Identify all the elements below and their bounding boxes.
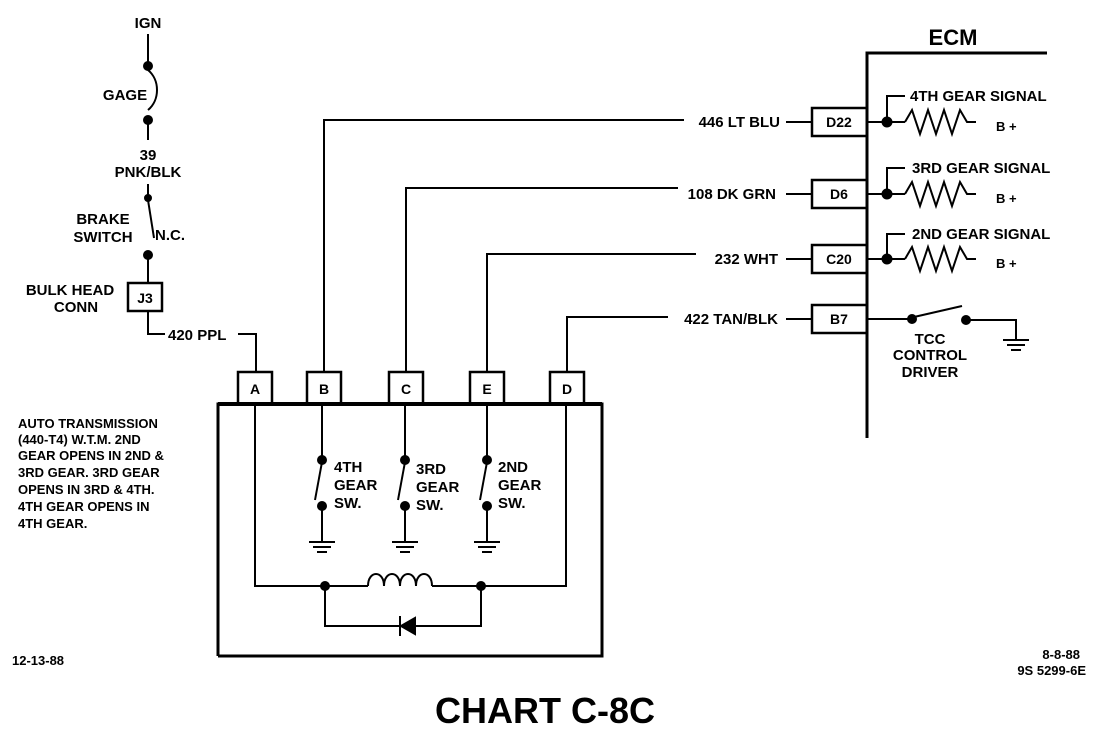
wire-446 (323, 119, 684, 372)
svg-text:GEAR: GEAR (334, 477, 378, 494)
resistor-icon (904, 106, 976, 138)
tcc-label-1: TCC (915, 331, 946, 348)
date-left: 12-13-88 (12, 653, 64, 668)
doc-number: 9S 5299-6E (1017, 663, 1086, 678)
bulkhead-pin-j3: J3 (137, 290, 153, 306)
signal-4th: 4TH GEAR SIGNAL B + (867, 88, 1047, 138)
switch-2nd: 2ND GEAR SW. (474, 404, 542, 553)
pin-c: C (401, 381, 411, 397)
date-right: 8-8-88 (1042, 647, 1080, 662)
transmission: A B C E D 4TH GEAR SW. (216, 370, 604, 658)
svg-text:OPENS IN 3RD & 4TH.: OPENS IN 3RD & 4TH. (18, 482, 155, 497)
ground-icon (309, 541, 335, 553)
ground-icon (392, 541, 418, 553)
brake-nc-label: N.C. (155, 227, 185, 244)
svg-text:GEAR OPENS IN 2ND &: GEAR OPENS IN 2ND & (18, 448, 164, 463)
signal-3rd-label: 3RD GEAR SIGNAL (912, 160, 1050, 177)
ign-label: IGN (135, 15, 162, 32)
transmission-connector: A B C E D (236, 370, 586, 406)
wire-422-label: 422 TAN/BLK (684, 311, 778, 328)
svg-text:AUTO TRANSMISSION: AUTO TRANSMISSION (18, 416, 158, 431)
pin-e: E (482, 381, 491, 397)
chart-title: CHART C-8C (435, 690, 655, 731)
wire-446-label: 446 LT BLU (699, 114, 780, 131)
transmission-note: AUTO TRANSMISSION (440-T4) W.T.M. 2ND GE… (18, 416, 164, 531)
signal-2nd: 2ND GEAR SIGNAL B + (867, 226, 1050, 275)
pin-a: A (250, 381, 260, 397)
wire-108 (405, 187, 678, 372)
svg-text:SW.: SW. (416, 497, 444, 514)
brake-switch-contact (147, 199, 155, 239)
bulkhead-label-1: BULK HEAD (26, 282, 114, 299)
power-feed: IGN GAGE 39 PNK/BLK BRAKE SWITCH N.C. J3… (26, 15, 257, 372)
tcc-label-3: DRIVER (902, 364, 959, 381)
ecm-pin-d6: D6 (830, 186, 848, 202)
wire-232 (486, 253, 696, 372)
pin-b: B (319, 381, 329, 397)
ecm-pin-d22: D22 (826, 114, 852, 130)
bplus-label: B + (996, 191, 1017, 206)
bulkhead-label-2: CONN (54, 299, 98, 316)
svg-text:(440-T4) W.T.M. 2ND: (440-T4) W.T.M. 2ND (18, 432, 141, 447)
tcc-driver: TCC CONTROL DRIVER (867, 305, 1029, 381)
svg-text:4TH GEAR OPENS IN: 4TH GEAR OPENS IN (18, 499, 149, 514)
gage-fuse (147, 69, 158, 111)
pin-d: D (562, 381, 572, 397)
solenoid-coil (367, 573, 433, 587)
ecm: ECM D22 D6 C20 B7 446 LT BLU 108 DK GRN … (323, 25, 1050, 438)
svg-text:SW.: SW. (498, 495, 526, 512)
wire-39-number: 39 (140, 147, 157, 164)
switch-3rd: 3RD GEAR SW. (392, 404, 460, 553)
gage-label: GAGE (103, 87, 147, 104)
brake-switch-label-1: BRAKE (76, 211, 129, 228)
svg-text:GEAR: GEAR (498, 477, 542, 494)
wire-232-label: 232 WHT (715, 251, 778, 268)
wire-39-color: PNK/BLK (115, 164, 182, 181)
signal-2nd-label: 2ND GEAR SIGNAL (912, 226, 1050, 243)
wire-422 (566, 316, 668, 372)
wire-420-label: 420 PPL (168, 327, 226, 344)
bulkhead-connector (126, 281, 164, 313)
tcc-label-2: CONTROL (893, 347, 967, 364)
signal-3rd: 3RD GEAR SIGNAL B + (867, 160, 1050, 210)
bplus-label: B + (996, 256, 1017, 271)
signal-4th-label: 4TH GEAR SIGNAL (910, 88, 1047, 105)
ground-icon (1003, 339, 1029, 351)
diode-icon (398, 616, 416, 636)
resistor-icon (904, 178, 976, 210)
tcc-solenoid (254, 404, 567, 636)
svg-text:4TH GEAR.: 4TH GEAR. (18, 516, 87, 531)
transmission-case (216, 402, 604, 658)
svg-text:3RD: 3RD (416, 461, 446, 478)
bplus-label: B + (996, 119, 1017, 134)
ecm-pin-b7: B7 (830, 311, 848, 327)
svg-text:SW.: SW. (334, 495, 362, 512)
tcc-driver-switch (913, 305, 963, 318)
ecm-title: ECM (929, 25, 978, 50)
svg-text:2ND: 2ND (498, 459, 528, 476)
switch-4th: 4TH GEAR SW. (309, 404, 378, 553)
svg-text:3RD GEAR. 3RD GEAR: 3RD GEAR. 3RD GEAR (18, 465, 160, 480)
ecm-pin-c20: C20 (826, 251, 852, 267)
wire-108-label: 108 DK GRN (688, 186, 776, 203)
svg-text:GEAR: GEAR (416, 479, 460, 496)
resistor-icon (904, 243, 976, 275)
svg-text:4TH: 4TH (334, 459, 362, 476)
brake-switch-label-2: SWITCH (73, 229, 132, 246)
ground-icon (474, 541, 500, 553)
